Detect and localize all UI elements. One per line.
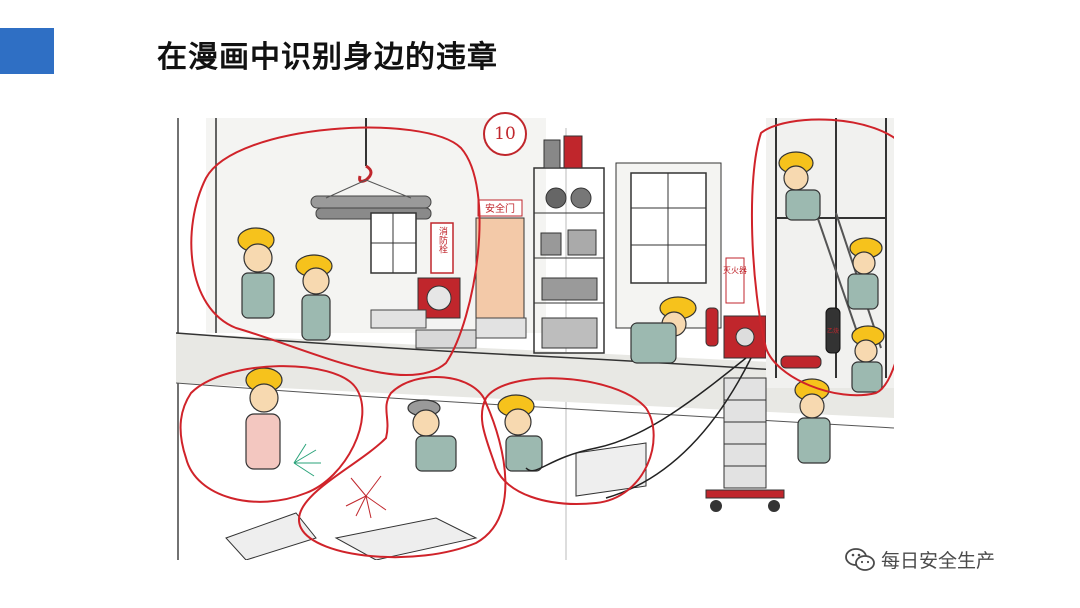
svg-text:消防栓: 消防栓 [437, 225, 448, 254]
watermark-text: 每日安全生产 [881, 550, 996, 572]
wechat-icon [845, 547, 875, 573]
svg-text:安全门: 安全门 [485, 202, 515, 215]
svg-text:乙炔: 乙炔 [827, 327, 839, 335]
slide-title: 在漫画中识别身边的违章 [157, 40, 498, 75]
svg-text:灭火器: 灭火器 [723, 266, 747, 275]
accent-bar [0, 28, 54, 74]
page-number-badge: 10 [483, 112, 527, 156]
watermark: 每日安全生产 [845, 546, 995, 573]
safety-comic-illustration: 消防栓 安全门 灭火器 乙炔 [176, 118, 894, 560]
